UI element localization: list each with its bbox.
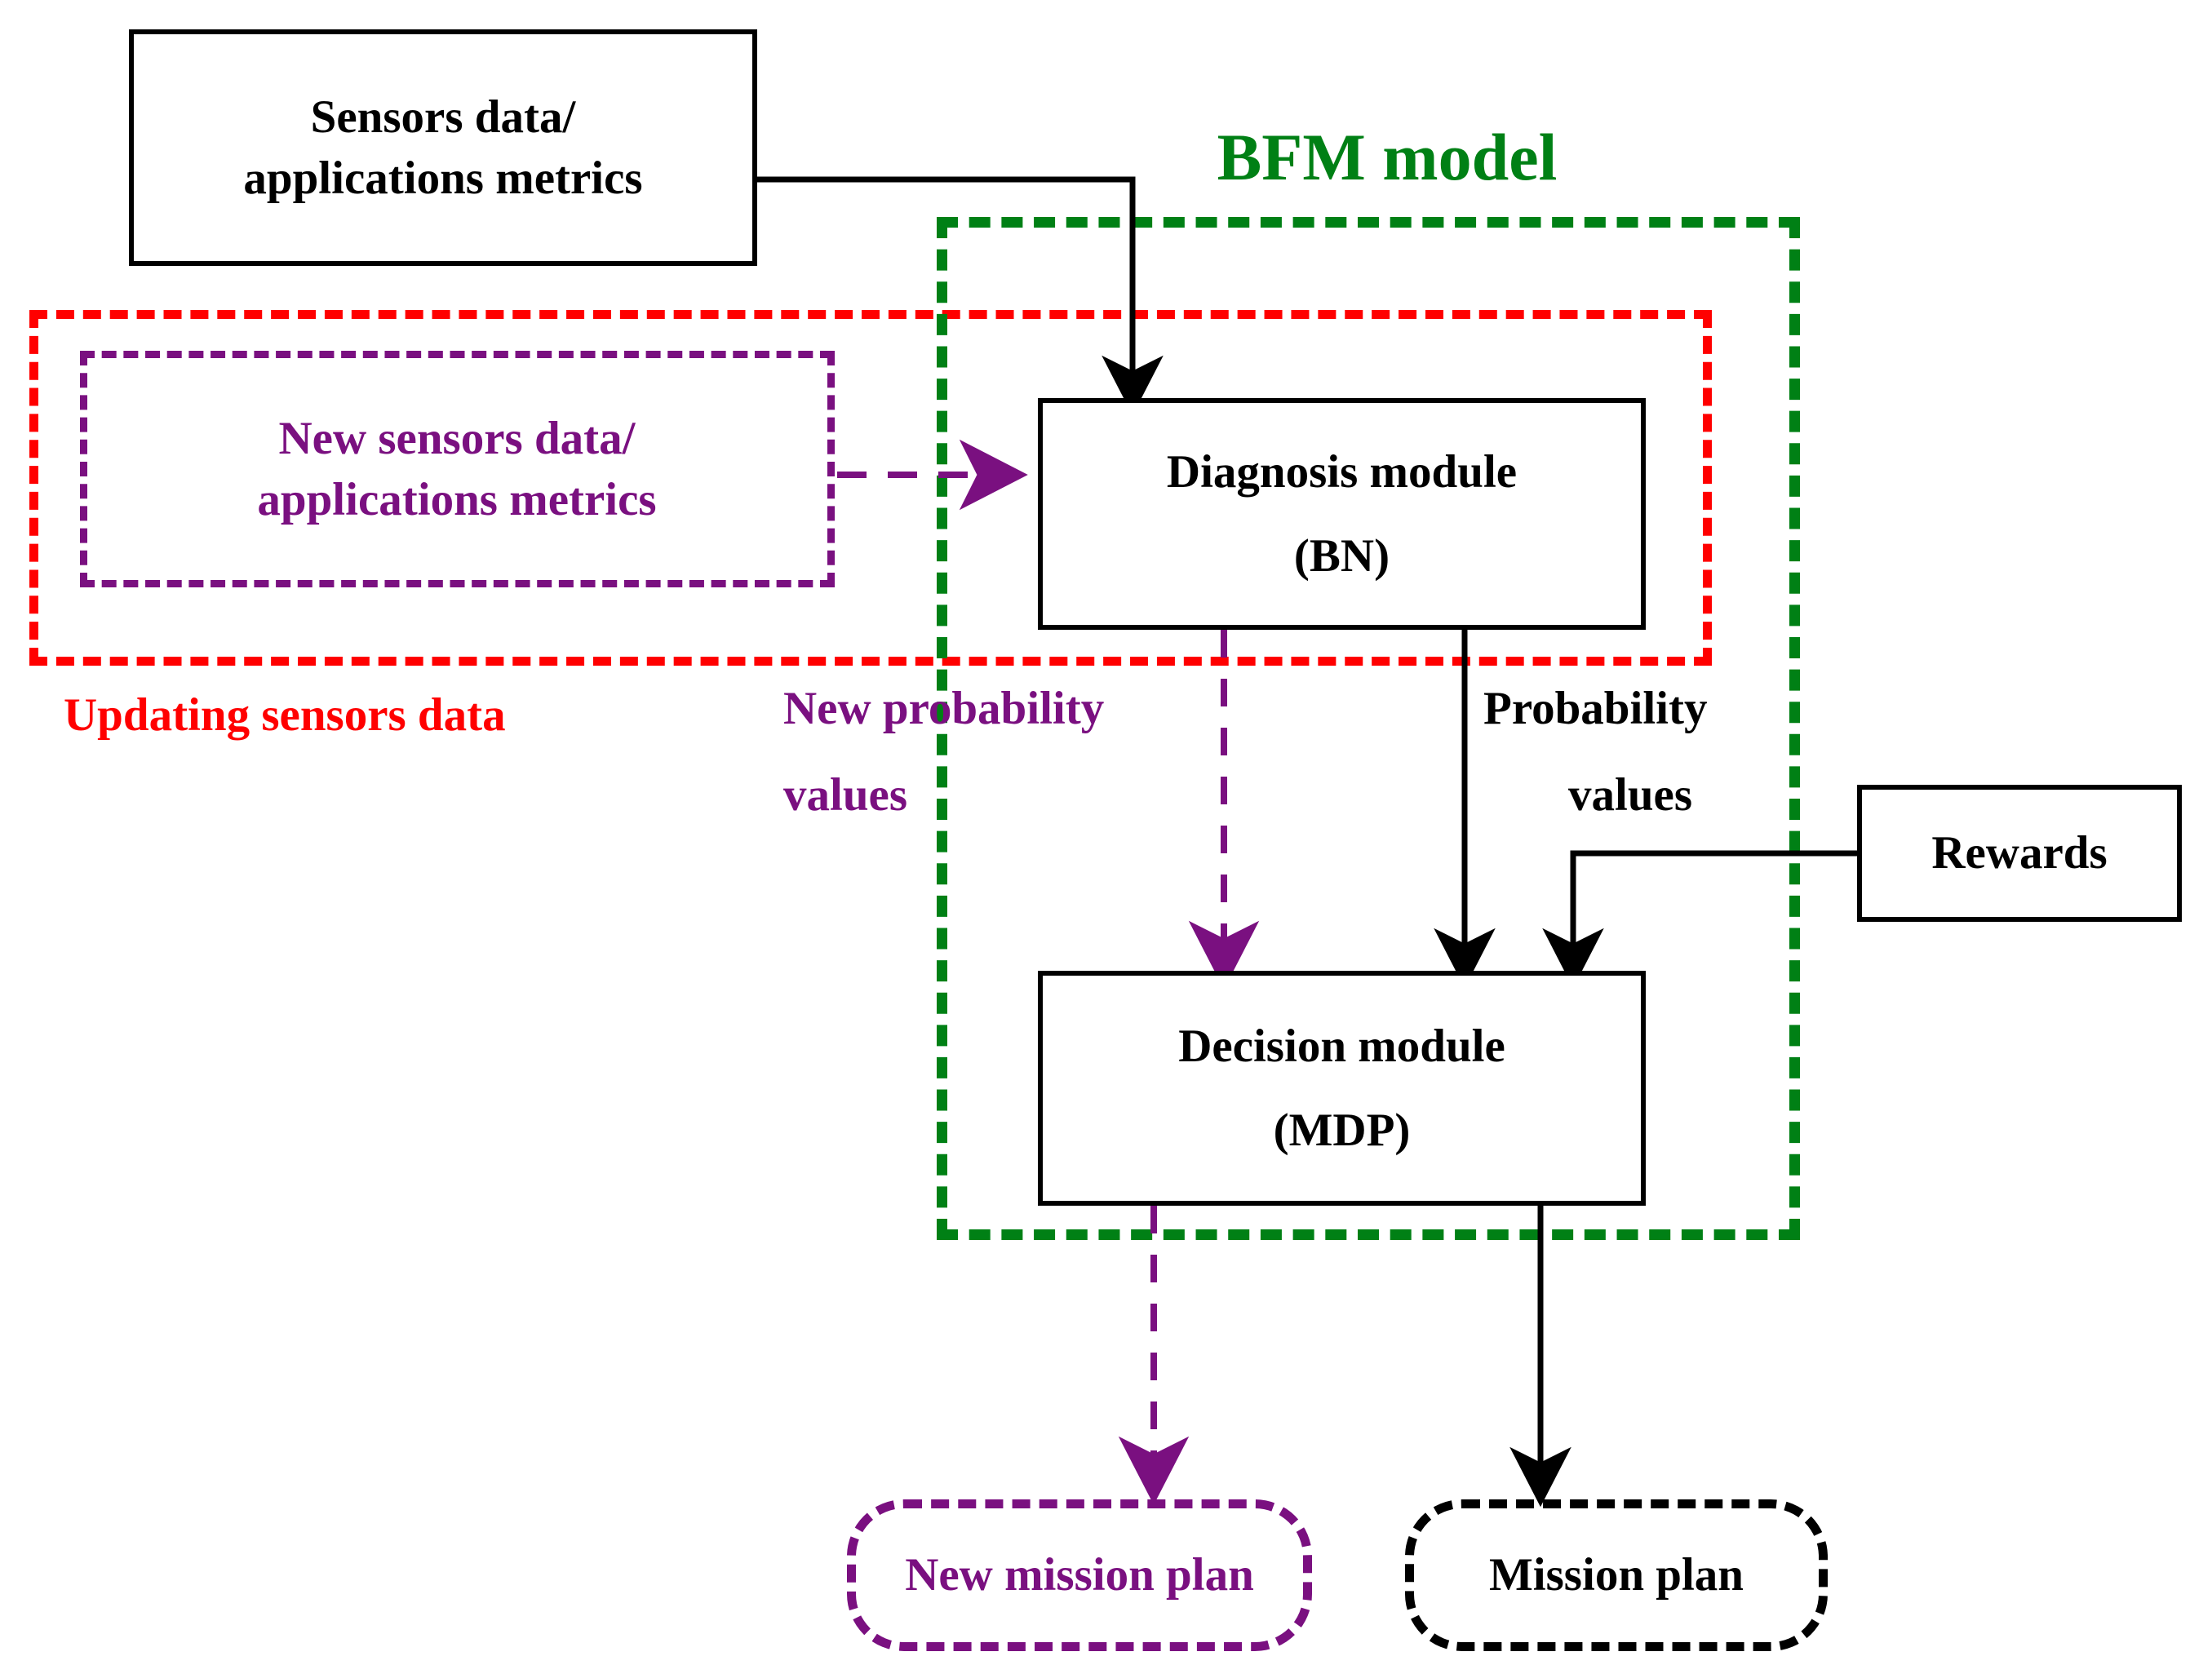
diagnosis-module-line2: (BN) [1293, 530, 1390, 582]
probability-values-line2: values [1567, 769, 1693, 821]
new-sensors-data-box[interactable]: New sensors data/ applications metrics [82, 352, 832, 586]
sensors-data-line2: applications metrics [243, 153, 643, 204]
new-mission-plan-box[interactable]: New mission plan [847, 1499, 1312, 1651]
probability-values-line1: Probability [1483, 683, 1708, 734]
decision-module-line2: (MDP) [1273, 1105, 1411, 1156]
new-sensors-data-line2: applications metrics [257, 474, 657, 525]
new-probability-values-line2: values [783, 769, 908, 821]
diagnosis-module-box[interactable]: Diagnosis module (BN) [1038, 398, 1646, 630]
new-mission-plan-label: New mission plan [905, 1549, 1254, 1601]
new-probability-values-line1: New probability [783, 683, 1105, 734]
updating-sensors-data-label: Updating sensors data [64, 689, 506, 741]
new-sensors-data-region [80, 351, 835, 587]
rewards-box[interactable]: Rewards [1857, 785, 2182, 922]
rewards-label: Rewards [1931, 827, 2108, 879]
sensors-data-box[interactable]: Sensors data/ applications metrics [129, 29, 757, 266]
decision-module-line1: Decision module [1178, 1020, 1505, 1072]
diagnosis-module-line1: Diagnosis module [1166, 445, 1518, 498]
mission-plan-label: Mission plan [1488, 1549, 1744, 1601]
bfm-model-title: BFM model [1217, 120, 1558, 194]
new-sensors-data-line1: New sensors data/ [278, 412, 636, 464]
decision-module-box[interactable]: Decision module (MDP) [1038, 971, 1646, 1206]
sensors-data-line1: Sensors data/ [310, 91, 576, 143]
mission-plan-box[interactable]: Mission plan [1405, 1499, 1828, 1651]
